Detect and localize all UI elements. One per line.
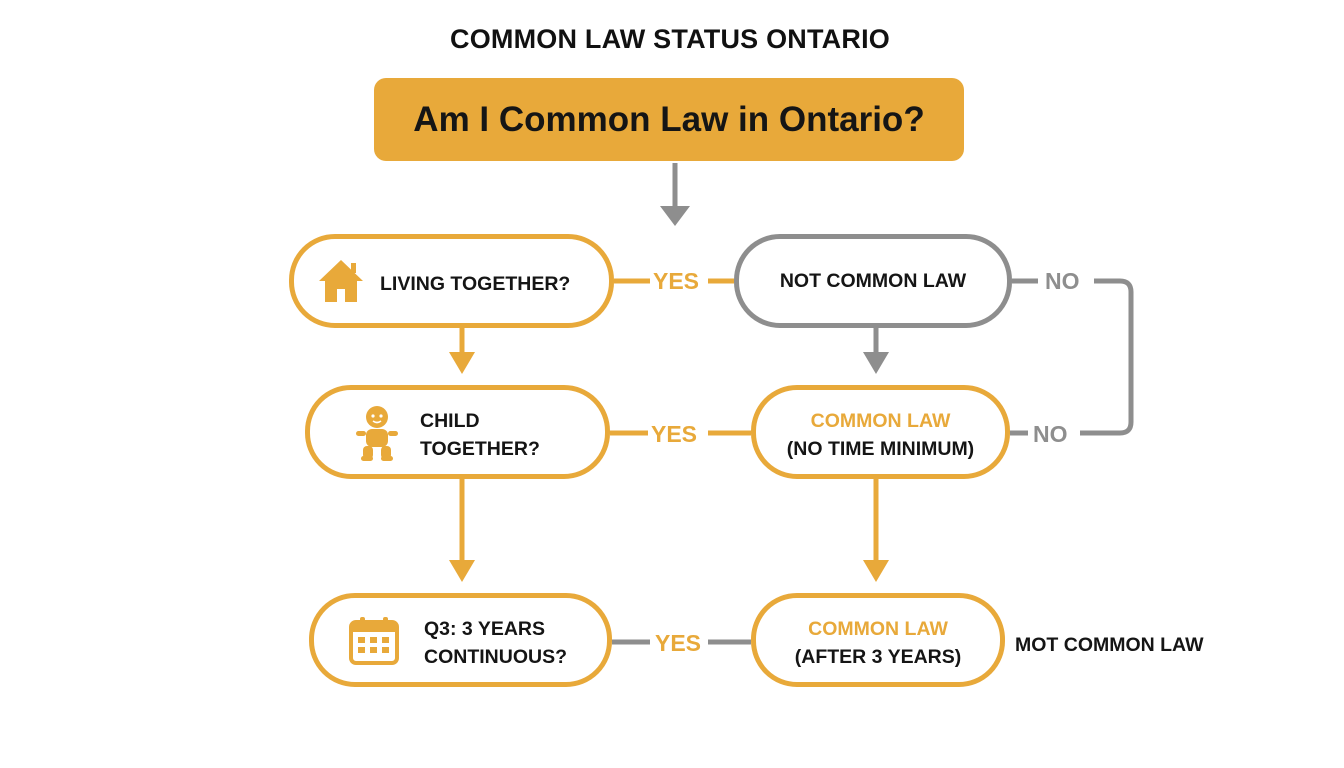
- arrow-common-law-down: [863, 477, 889, 582]
- no-loop-connector: [1010, 278, 1134, 436]
- node-living-together[interactable]: LIVING TOGETHER?: [289, 234, 614, 328]
- node-three-years-continuous[interactable]: Q3: 3 YEARS CONTINUOUS?: [309, 593, 612, 687]
- yes-label-living: YES: [653, 268, 700, 294]
- node-living-together-label: LIVING TOGETHER?: [380, 273, 571, 295]
- node-three-years-label-line1: Q3: 3 YEARS: [424, 618, 546, 640]
- header-down-arrow: [660, 163, 690, 226]
- baby-icon: [356, 406, 398, 461]
- node-not-common-law-label: NOT COMMON LAW: [779, 270, 967, 292]
- node-child-together[interactable]: CHILD TOGETHER?: [305, 385, 610, 479]
- node-common-law-after-3-years-line1: COMMON LAW: [808, 618, 948, 640]
- node-three-years-label-line2: CONTINUOUS?: [424, 646, 567, 668]
- no-label-top: NO: [1045, 268, 1080, 294]
- house-icon: [319, 260, 363, 302]
- header-question: Am I Common Law in Ontario?: [413, 99, 925, 139]
- node-common-law-after-3-years[interactable]: COMMON LAW (AFTER 3 YEARS): [751, 593, 1005, 687]
- node-common-law-no-min-line1: COMMON LAW: [810, 410, 951, 432]
- page-title: COMMON LAW STATUS ONTARIO: [450, 24, 890, 54]
- node-child-together-label-line2: TOGETHER?: [420, 438, 540, 460]
- arrow-not-common-law-down: [863, 326, 889, 374]
- node-not-common-law[interactable]: NOT COMMON LAW: [734, 234, 1012, 328]
- node-child-together-label-line1: CHILD: [420, 410, 480, 432]
- yes-label-child: YES: [651, 421, 698, 447]
- node-common-law-no-min-line2: (NO TIME MINIMUM): [786, 438, 975, 460]
- side-label-not-common-law: MOT COMMON LAW: [1015, 634, 1204, 656]
- arrow-child-to-years: [449, 477, 475, 582]
- node-common-law-after-3-years-line2: (AFTER 3 YEARS): [794, 646, 962, 668]
- arrow-living-to-child: [449, 326, 475, 374]
- no-label-middle: NO: [1033, 421, 1068, 447]
- yes-label-years: YES: [655, 630, 702, 656]
- node-common-law-no-time-minimum[interactable]: COMMON LAW (NO TIME MINIMUM): [751, 385, 1010, 479]
- header-question-box: Am I Common Law in Ontario?: [374, 78, 964, 161]
- calendar-icon: [349, 617, 399, 665]
